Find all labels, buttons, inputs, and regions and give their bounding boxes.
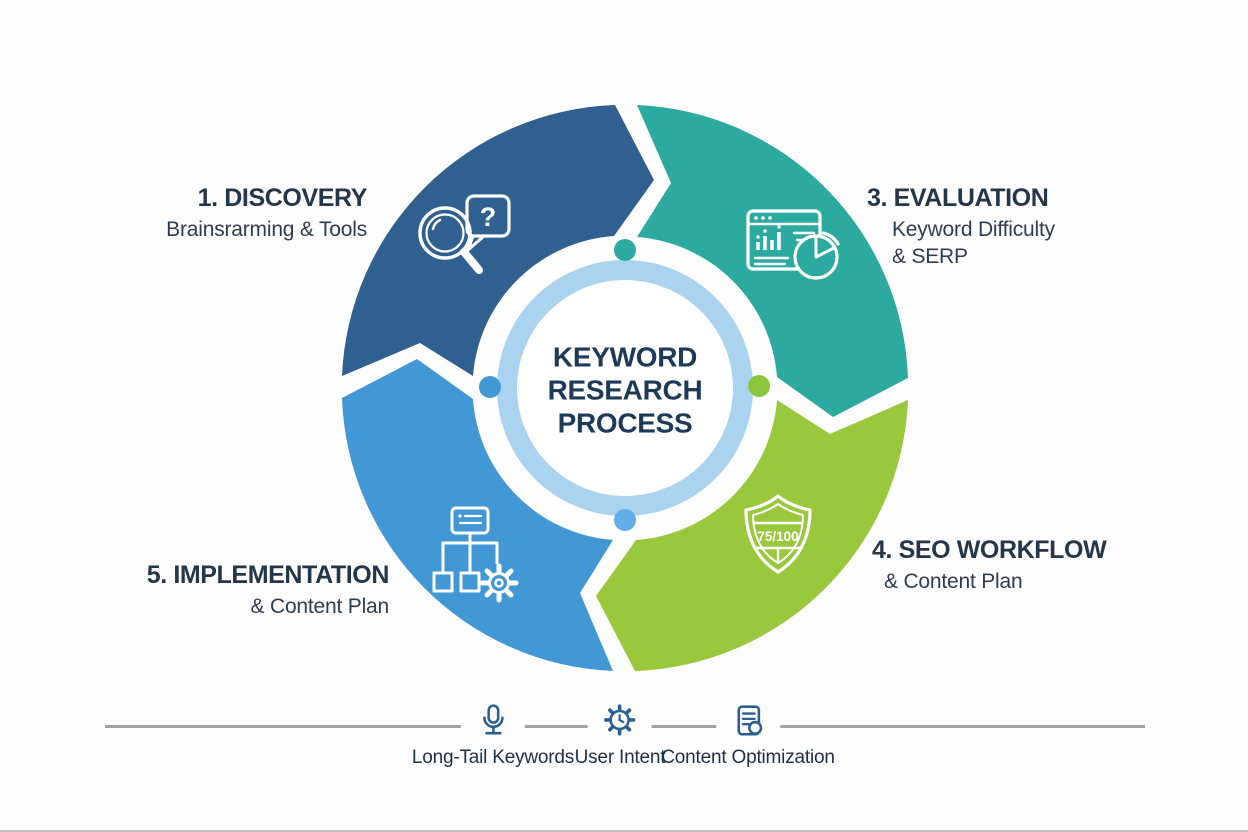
center-title: KEYWORD RESEARCH PROCESS	[548, 341, 703, 440]
evaluation-subtext-line: Keyword Difficulty	[892, 218, 1055, 241]
analytics-pie-icon	[746, 209, 840, 280]
shield-score-icon: 75/100	[744, 494, 812, 574]
sitemap-node-left	[432, 571, 454, 593]
segment-seo-workflow	[596, 400, 908, 671]
page-bottom-border	[0, 830, 1248, 832]
bar-dot	[763, 229, 767, 233]
footer-item-user-intent: User Intent	[575, 701, 666, 769]
label-implementation: 5. IMPLEMENTATION & Content Plan	[146, 561, 390, 620]
magnifier-lens-inner	[425, 213, 465, 253]
evaluation-heading: 3. EVALUATION	[867, 184, 1049, 212]
footer-label: Content Optimization	[661, 747, 835, 768]
evaluation-subtext-line: & SERP	[892, 245, 968, 268]
evaluation-subtext: Keyword Difficulty & SERP	[892, 216, 1055, 270]
gear-clock-icon	[587, 701, 652, 741]
magnifier-lens-outer	[418, 206, 472, 260]
microphone-icon	[461, 701, 525, 741]
label-seo-workflow: 4. SEO WORKFLOW & Content Plan	[872, 536, 1107, 595]
magnifier-question-icon: ?	[418, 194, 511, 274]
browser-dot	[761, 216, 765, 220]
center-ring	[497, 260, 753, 516]
browser-dot	[768, 216, 772, 220]
segment-discovery	[342, 105, 654, 376]
dot-bottom	[614, 509, 636, 531]
footer-item-content-optimization: Content Optimization	[661, 701, 835, 769]
card-bullet	[458, 514, 462, 518]
bar-chart	[756, 232, 781, 250]
pie-radius-right	[814, 246, 836, 259]
seo-workflow-heading: 4. SEO WORKFLOW	[872, 536, 1107, 564]
pie-slice	[821, 231, 840, 246]
segment-evaluation	[637, 105, 908, 417]
discovery-subtext: Brainsrarming & Tools	[166, 218, 367, 241]
magnifier-highlight	[431, 218, 442, 231]
browser-dot	[754, 216, 758, 220]
sitemap-gear-icon	[432, 506, 519, 603]
implementation-heading: 5. IMPLEMENTATION	[146, 561, 390, 589]
gear-icon	[479, 563, 519, 603]
bar-dot	[756, 235, 760, 239]
center-title-line: KEYWORD	[552, 341, 698, 373]
sitemap-node-center	[459, 571, 481, 593]
dot-left	[479, 376, 501, 398]
question-bubble	[465, 194, 511, 238]
sitemap-connectors	[441, 531, 499, 575]
question-mark: ?	[480, 202, 497, 232]
dot-top	[614, 239, 636, 261]
footer-label: Long-Tail Keywords	[411, 747, 575, 768]
document-check-icon	[715, 701, 780, 741]
center-title-line: PROCESS	[557, 407, 693, 439]
seo-workflow-subtext: & Content Plan	[884, 570, 1023, 593]
implementation-subtext: & Content Plan	[250, 595, 390, 618]
shield-score: 75/100	[757, 529, 798, 544]
center-title-line: RESEARCH	[547, 374, 703, 406]
footer-item-long-tail-keywords: Long-Tail Keywords	[412, 701, 574, 769]
label-discovery: 1. DISCOVERY Brainsrarming & Tools	[166, 184, 367, 243]
question-bubble-tail	[466, 234, 486, 252]
bar-dot	[777, 225, 781, 229]
discovery-heading: 1. DISCOVERY	[197, 184, 368, 212]
shield-outer	[744, 494, 812, 574]
magnifier-handle	[460, 248, 483, 274]
footer-label: User Intent	[574, 747, 666, 768]
dot-right	[748, 375, 770, 397]
label-evaluation: 3. EVALUATION Keyword Difficulty & SERP	[867, 184, 1055, 270]
